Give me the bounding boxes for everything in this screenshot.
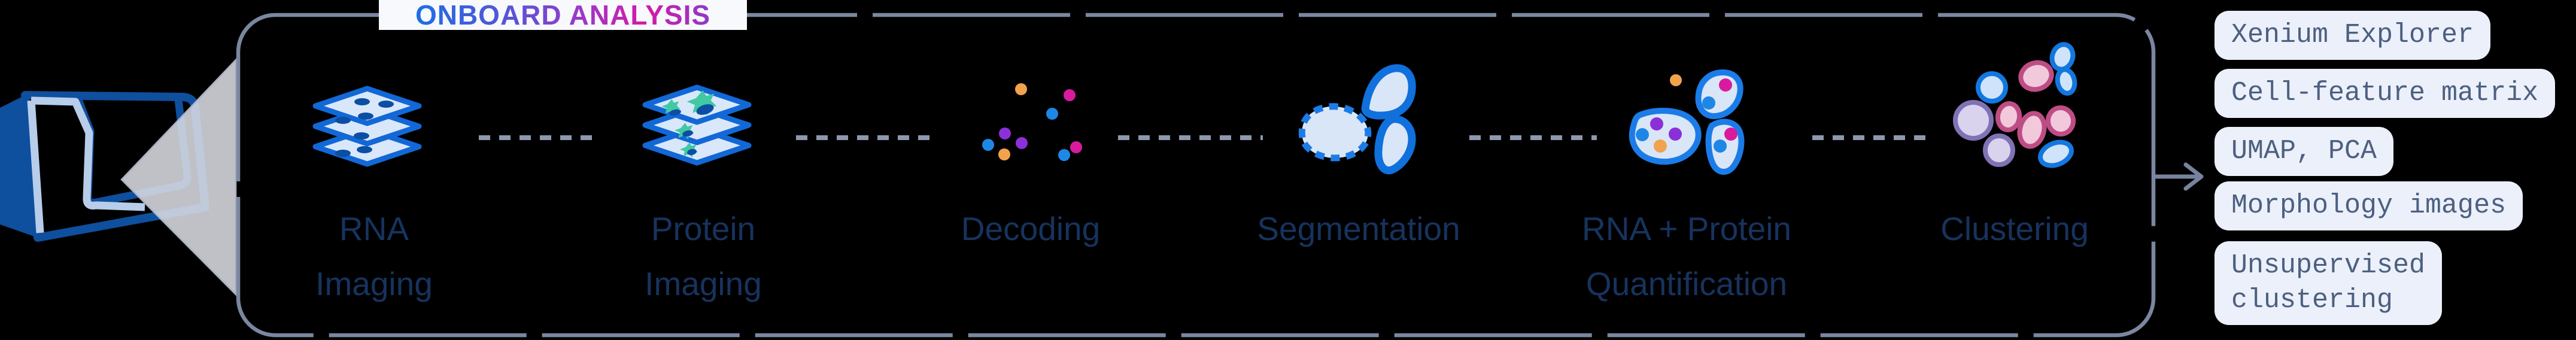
output-pill-xenium-explorer: Xenium Explorer xyxy=(2214,11,2491,60)
onboard-analysis-title-badge: ONBOARD ANALYSIS xyxy=(379,0,747,31)
step-label-clustering: Clustering xyxy=(1940,210,2089,247)
cell-clusters-icon xyxy=(1953,42,2077,168)
onboard-analysis-box xyxy=(236,13,2156,338)
output-pill-unsupervised-clustering: Unsupervised clustering xyxy=(2214,241,2443,325)
onboard-analysis-title: ONBOARD ANALYSIS xyxy=(415,0,711,31)
stacked-slides-protein-icon xyxy=(642,84,752,166)
step-label-segmentation: Segmentation xyxy=(1257,210,1460,247)
step-label-protein-imaging: Protein Imaging xyxy=(645,210,762,302)
output-pill-umap-pca: UMAP, PCA xyxy=(2214,127,2394,176)
zoom-wedge xyxy=(120,57,237,297)
output-pill-cell-feature-matrix: Cell-feature matrix xyxy=(2214,69,2556,118)
cell-boundary-icon xyxy=(1298,64,1416,175)
step-label-rna-imaging: RNA Imaging xyxy=(315,210,433,302)
cell-nuclei xyxy=(669,104,714,156)
step-label-decoding: Decoding xyxy=(961,210,1101,247)
step-label-quantification: RNA + Protein Quantification xyxy=(1581,210,1792,302)
output-pill-morphology-images: Morphology images xyxy=(2214,181,2523,230)
protein-stain-blobs xyxy=(661,90,717,158)
outputs-arrow-icon xyxy=(2155,162,2204,191)
transcript-dots-icon xyxy=(982,83,1082,161)
cells-with-molecules-icon xyxy=(1629,69,1745,175)
stacked-slides-rna-icon xyxy=(312,86,422,167)
